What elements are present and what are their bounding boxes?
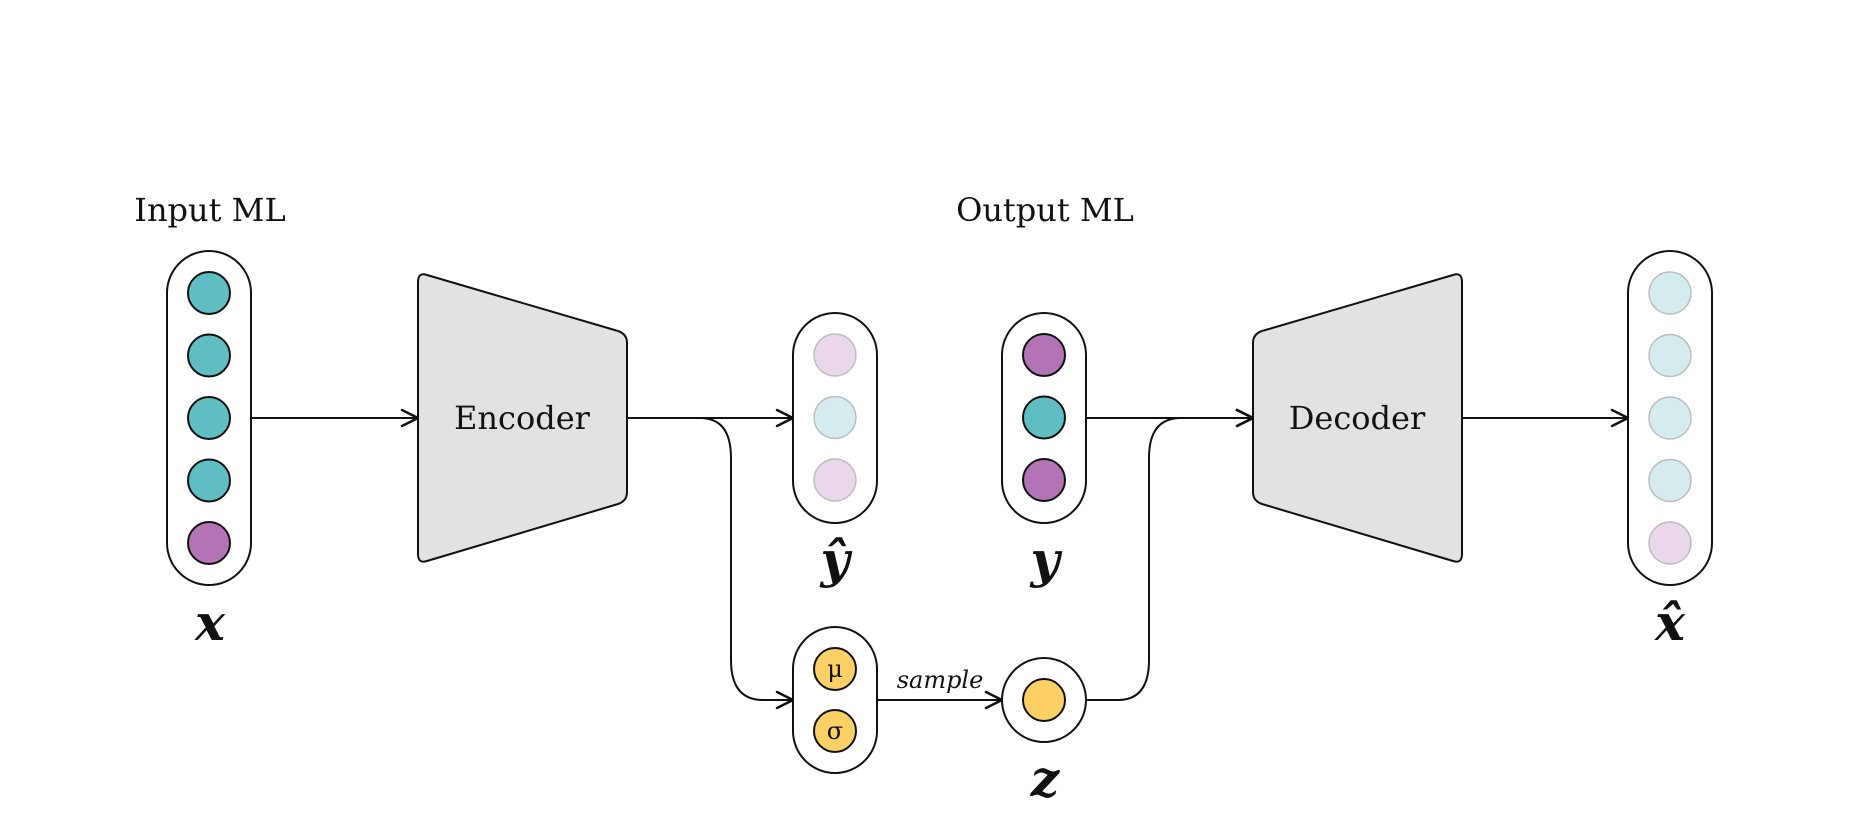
x-node-4 bbox=[187, 458, 231, 503]
prediction-vector-yhat bbox=[792, 312, 878, 524]
mu-label: μ bbox=[827, 655, 843, 683]
x-hat-node-5 bbox=[1648, 521, 1692, 565]
y-node-1 bbox=[1022, 333, 1066, 377]
label-y: y bbox=[1029, 530, 1062, 589]
x-hat-node-3 bbox=[1648, 396, 1692, 440]
label-xhat: x̂ bbox=[1654, 593, 1686, 652]
reconstruction-vector-xhat bbox=[1627, 250, 1713, 586]
output-ml-title: Output ML bbox=[956, 191, 1134, 229]
encoder-block: Encoder bbox=[417, 273, 628, 563]
decoder-block: Decoder bbox=[1252, 273, 1463, 563]
label-nodes bbox=[1022, 333, 1066, 502]
y-node-3 bbox=[1022, 458, 1066, 502]
latent-params: μ σ bbox=[792, 626, 878, 774]
z-node bbox=[1022, 678, 1066, 722]
label-z: z bbox=[1030, 749, 1061, 808]
sample-label: sample bbox=[897, 666, 984, 694]
x-hat-node-1 bbox=[1648, 271, 1692, 315]
sigma-label: σ bbox=[827, 717, 843, 745]
x-hat-node-4 bbox=[1648, 458, 1692, 503]
y-node-2 bbox=[1022, 395, 1066, 440]
mu-node bbox=[813, 647, 857, 691]
input-nodes bbox=[187, 271, 231, 565]
x-node-2 bbox=[187, 333, 231, 378]
x-node-1 bbox=[187, 271, 231, 315]
input-vector-x bbox=[166, 250, 252, 586]
y-hat-node-3 bbox=[813, 458, 857, 502]
label-x: x bbox=[194, 593, 226, 652]
x-node-3 bbox=[187, 396, 231, 440]
decoder-label: Decoder bbox=[1289, 399, 1426, 437]
y-hat-node-1 bbox=[813, 333, 857, 377]
x-hat-node-2 bbox=[1648, 333, 1692, 378]
sigma-node bbox=[813, 709, 857, 753]
label-vector-y bbox=[1001, 312, 1087, 524]
prediction-nodes bbox=[813, 333, 857, 502]
label-yhat: ŷ bbox=[819, 530, 852, 589]
x-node-5 bbox=[187, 521, 231, 565]
arrow-z-to-decoder bbox=[1086, 408, 1255, 701]
latent-z bbox=[1001, 657, 1087, 743]
arrow-encoder-to-latent bbox=[668, 417, 795, 710]
y-hat-node-2 bbox=[813, 395, 857, 440]
reconstruction-nodes bbox=[1648, 271, 1692, 565]
encoder-label: Encoder bbox=[454, 399, 591, 437]
input-ml-title: Input ML bbox=[134, 191, 285, 229]
